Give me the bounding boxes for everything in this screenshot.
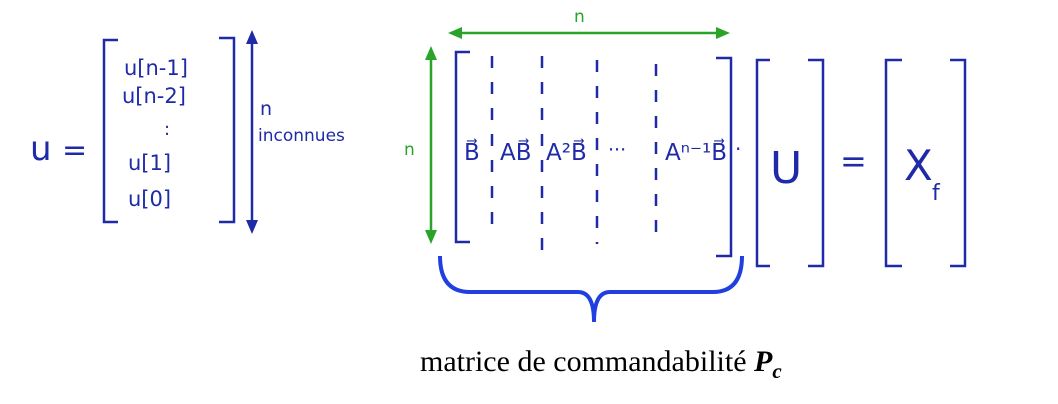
caption-symbol: Pc: [754, 345, 782, 383]
multiply-dot: ·: [735, 137, 741, 161]
column-label-dots: ···: [608, 139, 626, 161]
vector-left-bracket: [102, 38, 118, 224]
vector-right-bracket: [219, 36, 236, 224]
size-label-inconnues: inconnues: [258, 126, 345, 146]
caption-text: matrice de commandabilité: [420, 345, 747, 378]
height-arrow-up-head: [425, 46, 437, 60]
vector-u: U: [770, 143, 802, 194]
matrix-caption: matrice de commandabilité Pc: [420, 345, 940, 384]
height-arrow-down-head: [425, 230, 437, 244]
vector-x: X: [904, 141, 933, 190]
height-label-n: n: [404, 140, 415, 160]
vector-x-subscript: f: [932, 181, 941, 206]
vector-entry-n-2: u[n-2]: [122, 84, 186, 108]
column-label-an-1b: Aⁿ⁻¹B⃗: [665, 138, 727, 166]
vector-entry-0: u[0]: [128, 187, 171, 211]
u-left-bracket: [755, 58, 770, 268]
vector-entry-dots: :: [164, 119, 170, 140]
vector-entry-1: u[1]: [128, 151, 171, 175]
column-label-a2b: A²B⃗: [546, 138, 587, 166]
column-label-b: B⃗: [464, 138, 480, 166]
vector-entry-n-1: u[n-1]: [124, 56, 188, 80]
lhs-equals: =: [62, 133, 87, 168]
xf-left-bracket: [884, 58, 902, 268]
matrix-brace: [438, 255, 744, 323]
xf-right-bracket: [950, 58, 967, 268]
size-arrow-down-head: [246, 220, 258, 234]
column-label-ab: AB⃗: [500, 138, 532, 166]
matrix-left-bracket: [454, 50, 470, 244]
caption-symbol-letter: P: [754, 345, 773, 378]
width-arrow-right-head: [716, 27, 730, 39]
width-arrow-left-head: [448, 27, 462, 39]
size-label-n: n: [260, 98, 272, 120]
caption-symbol-subscript: c: [772, 359, 782, 383]
lhs-u: u: [30, 129, 52, 169]
u-right-bracket: [808, 58, 825, 268]
size-arrow-up-head: [246, 30, 258, 44]
width-label-n: n: [574, 7, 585, 27]
equation-equals: =: [840, 142, 867, 180]
matrix-right-bracket: [716, 56, 733, 258]
